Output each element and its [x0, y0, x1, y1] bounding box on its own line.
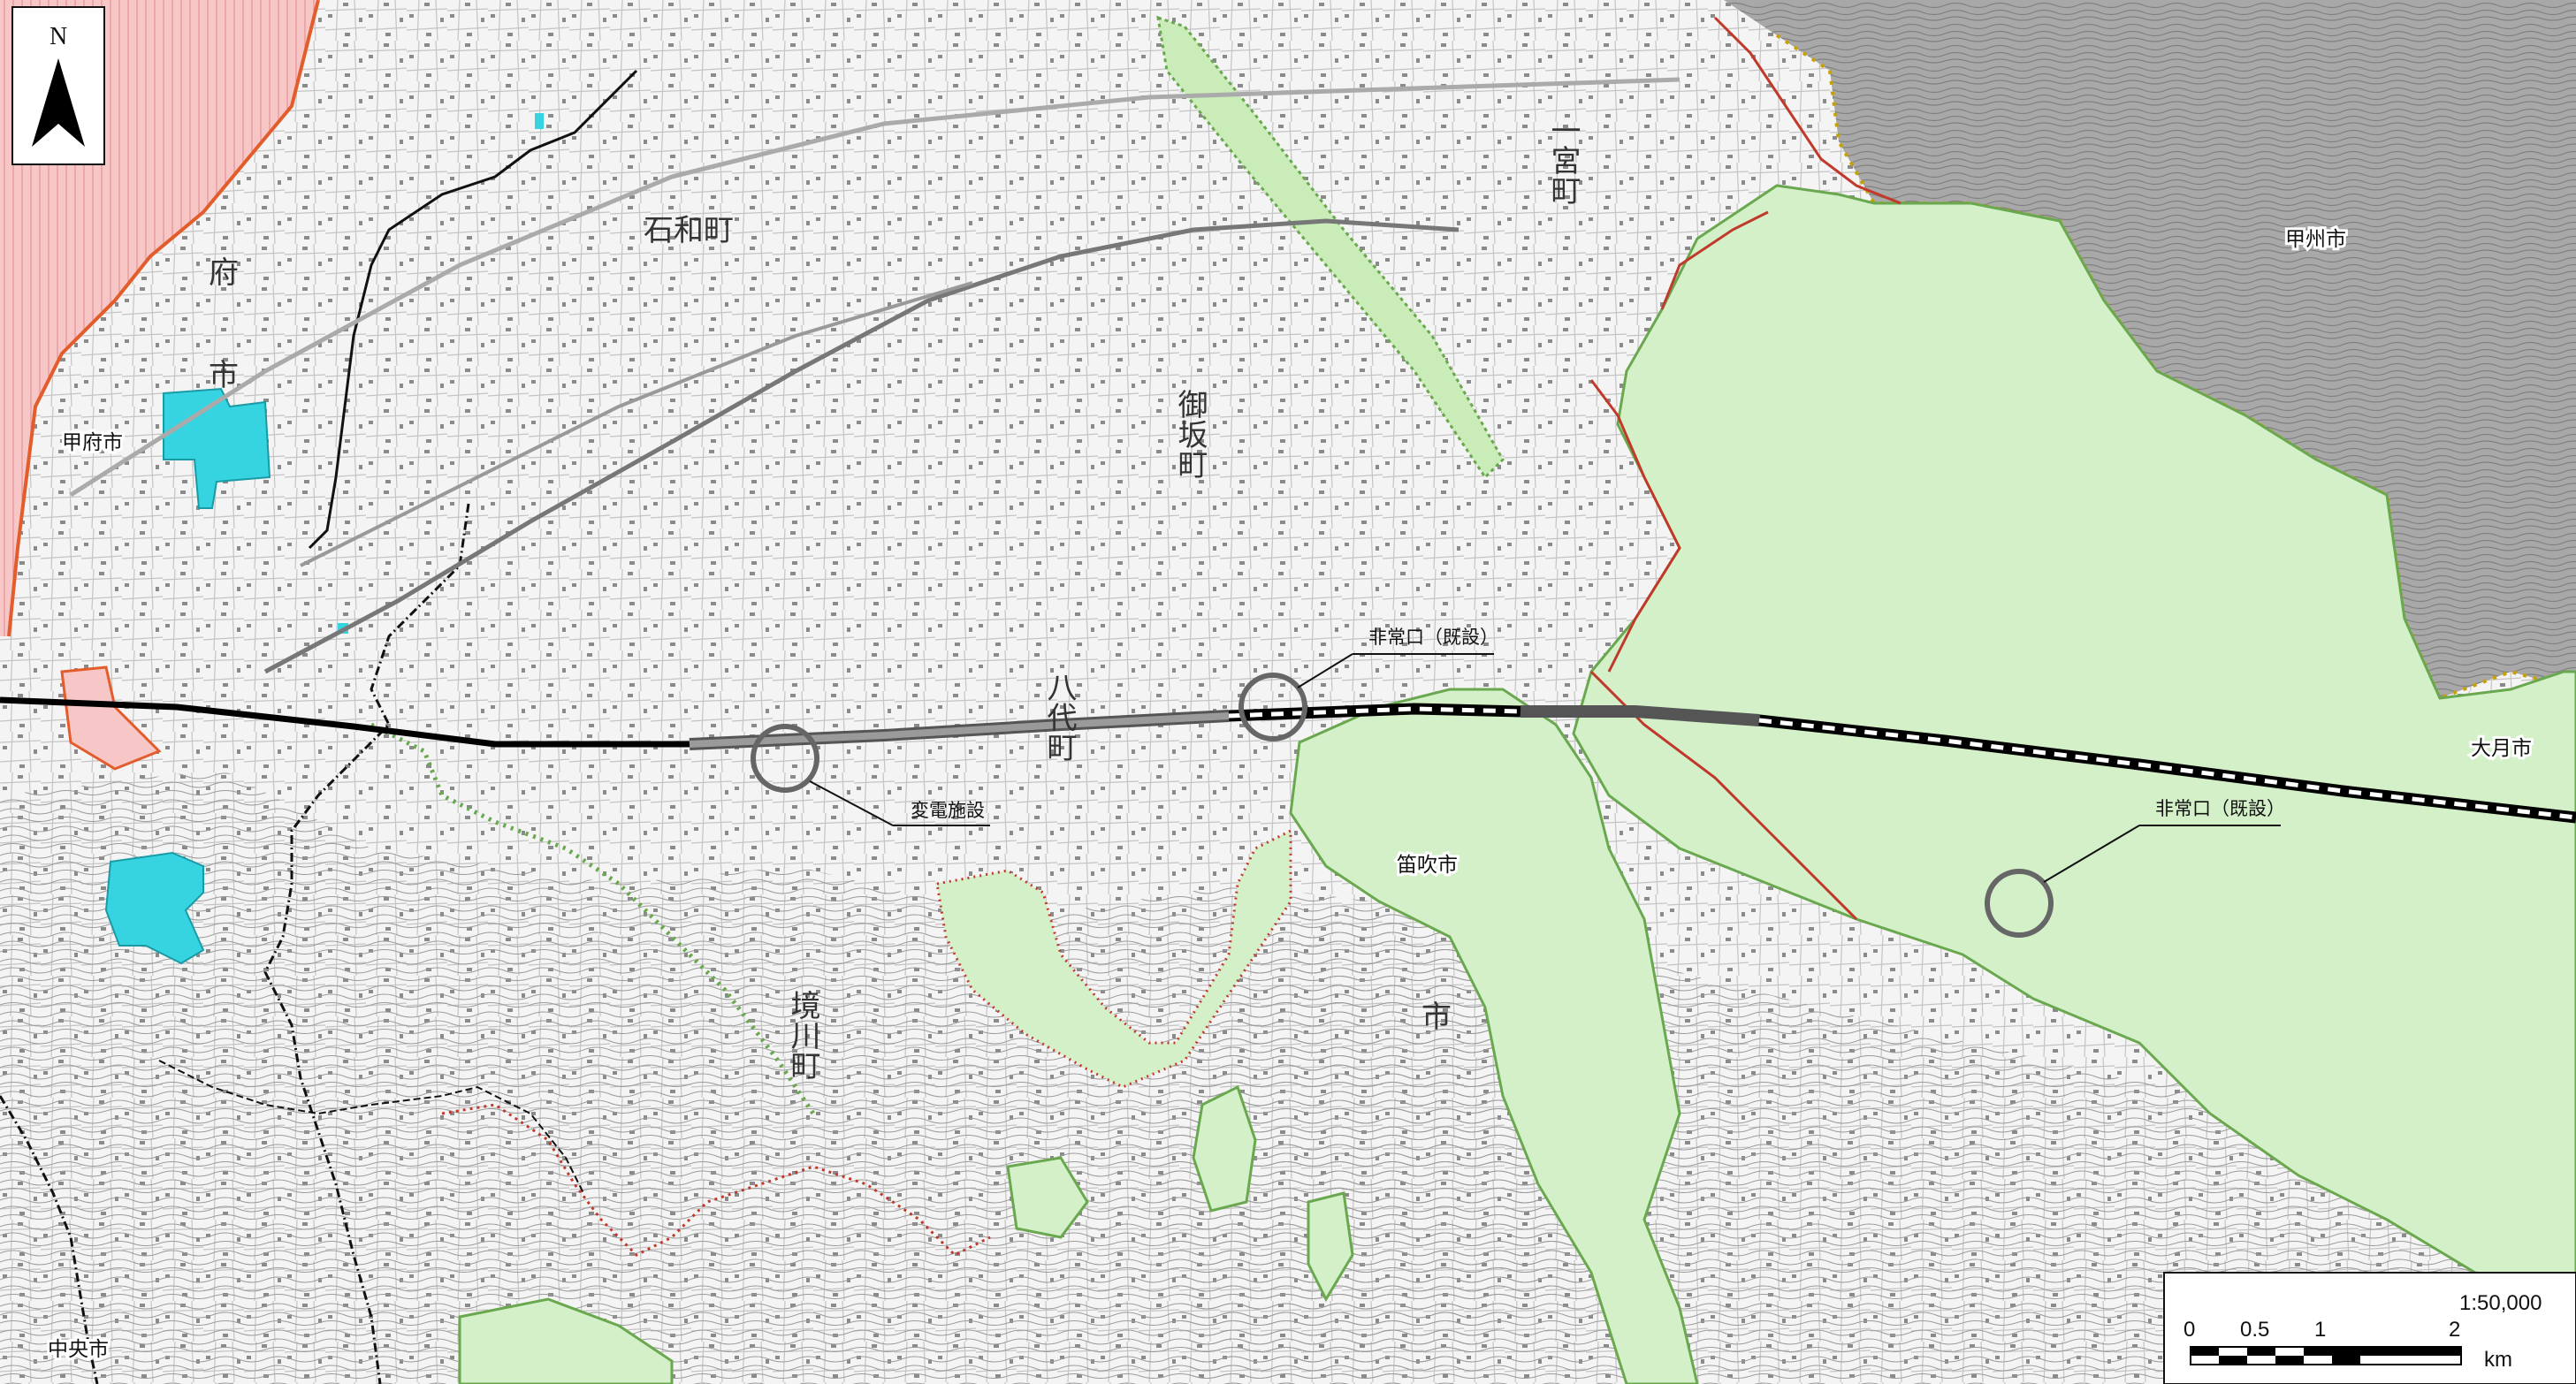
- forest-strip-north: [1156, 15, 1505, 480]
- boundary-red-north: [1713, 16, 1902, 205]
- scale-segment: [2247, 1347, 2275, 1356]
- city-label-koshu: 甲州市: [2285, 228, 2346, 251]
- forest-area-center-south: [935, 828, 1292, 1089]
- town-label-yatsushiro: 八代町: [1041, 672, 1077, 762]
- kofu-city-area-2: [60, 665, 162, 771]
- scale-segment: [2191, 1347, 2219, 1356]
- city-label-kofu: 甲府市: [62, 431, 123, 454]
- route-section-grey-east: [1520, 705, 1760, 726]
- town-label-ichinomiya: 一宮町: [1545, 115, 1581, 205]
- boundary-red-southwest: [441, 1103, 991, 1257]
- boundary-red-east-ridge: [1589, 210, 1769, 673]
- town-label-shi: 市: [209, 358, 239, 393]
- emergency-exit-1-marker[interactable]: [1238, 673, 1307, 741]
- scale-segment: [2332, 1356, 2360, 1365]
- railway-line-2: [300, 281, 973, 567]
- emergency-exit-2-label: 非常口（既設）: [2155, 798, 2285, 819]
- road-main: [69, 77, 1680, 498]
- scale-ratio: 1:50,000: [2459, 1291, 2542, 1315]
- city-label-fuefuki: 笛吹市: [1397, 854, 1458, 877]
- scale-tick-0: 0: [2184, 1318, 2195, 1342]
- forest-area-south-2: [1192, 1084, 1257, 1213]
- town-label-fu: 府: [209, 255, 239, 291]
- municipal-border-3: [0, 1095, 99, 1384]
- city-label-chuo: 中央市: [48, 1338, 109, 1361]
- scale-segment: [2219, 1356, 2247, 1365]
- city-label-otsuki: 大月市: [2471, 737, 2532, 760]
- emergency-exit-1-label: 非常口（既設）: [1368, 627, 1498, 648]
- railway-line-1: [263, 218, 1459, 674]
- north-arrow: N: [11, 6, 105, 165]
- route-section-grey-inner: [689, 712, 1230, 748]
- town-label-isawa: 石和町: [644, 213, 734, 248]
- scale-bar: 1:50,000 0 0.5 1 2 km: [2163, 1272, 2576, 1384]
- municipal-border-2: [263, 503, 470, 1384]
- scale-tick-0-5: 0.5: [2240, 1318, 2269, 1342]
- forest-area-south-1: [458, 1297, 674, 1384]
- north-arrow-icon: [32, 58, 85, 147]
- facility-small-1: [535, 113, 544, 129]
- emergency-exit-1-leader: [1297, 653, 1353, 688]
- route-tunnel-dashed-fill: [1228, 706, 2576, 820]
- town-label-shi-east: 市: [1421, 1000, 1452, 1035]
- kofu-city-border: [7, 0, 320, 637]
- scale-tick-2: 2: [2449, 1318, 2460, 1342]
- north-label: N: [50, 23, 67, 50]
- facility-area-south: [104, 851, 205, 965]
- route-line-solid: [0, 696, 690, 748]
- emergency-exit-2-leader: [2043, 825, 2140, 883]
- substation-label: 変電施設: [911, 800, 985, 821]
- substation-leader: [809, 780, 894, 826]
- scale-unit: km: [2484, 1348, 2512, 1372]
- town-label-sakaigawa: 境川町: [785, 990, 820, 1080]
- substation-marker[interactable]: [751, 724, 819, 793]
- forest-area-south-3: [1307, 1191, 1354, 1303]
- emergency-exit-2-marker[interactable]: [1985, 869, 2054, 938]
- scale-tick-1: 1: [2314, 1318, 2326, 1342]
- scale-segment: [2304, 1347, 2332, 1356]
- municipal-border-1: [308, 69, 638, 550]
- koshu-city-contours: [1724, 0, 2576, 698]
- forest-area-south-4: [1006, 1156, 1089, 1239]
- town-label-misaka: 御坂町: [1172, 389, 1208, 479]
- municipal-border-4: [158, 1060, 584, 1194]
- scale-segment: [2332, 1347, 2461, 1356]
- scale-segment: [2275, 1356, 2304, 1365]
